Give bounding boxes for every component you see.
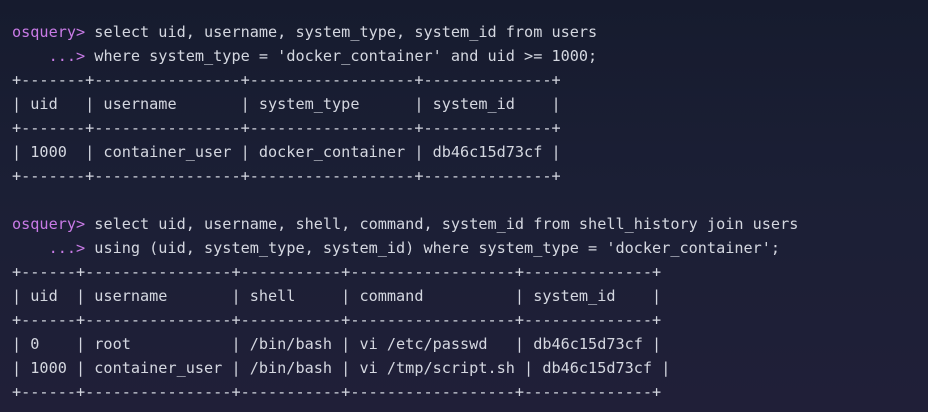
table-border: +-------+----------------+--------------… <box>12 167 561 185</box>
table-border: +------+----------------+-----------+---… <box>12 383 662 401</box>
table-row: | 1000 | container_user | /bin/bash | vi… <box>12 359 671 377</box>
command-line: osquery> select uid, username, shell, co… <box>12 212 928 236</box>
table-row: | 0 | root | /bin/bash | vi /etc/passwd … <box>12 335 662 353</box>
continuation-prompt: ...> <box>12 239 86 257</box>
table-row: | 1000 | container_user | docker_contain… <box>12 143 561 161</box>
table-border: +-------+----------------+--------------… <box>12 71 561 89</box>
table-border: +------+----------------+-----------+---… <box>12 263 662 281</box>
query-text: using (uid, system_type, system_id) wher… <box>85 239 781 257</box>
blank-line <box>12 188 928 212</box>
query-text: where system_type = 'docker_container' a… <box>85 47 598 65</box>
command-line: ...> where system_type = 'docker_contain… <box>12 44 928 68</box>
table-border: +------+----------------+-----------+---… <box>12 311 662 329</box>
table-border: +-------+----------------+--------------… <box>12 119 561 137</box>
command-line: osquery> select uid, username, system_ty… <box>12 20 928 44</box>
command-line: ...> using (uid, system_type, system_id)… <box>12 236 928 260</box>
table-header: | uid | username | shell | command | sys… <box>12 287 662 305</box>
query-text: select uid, username, system_type, syste… <box>85 23 598 41</box>
query-text: select uid, username, shell, command, sy… <box>85 215 799 233</box>
osquery-prompt: osquery> <box>12 23 86 41</box>
continuation-prompt: ...> <box>12 47 86 65</box>
table-header: | uid | username | system_type | system_… <box>12 95 561 113</box>
osquery-prompt: osquery> <box>12 215 86 233</box>
